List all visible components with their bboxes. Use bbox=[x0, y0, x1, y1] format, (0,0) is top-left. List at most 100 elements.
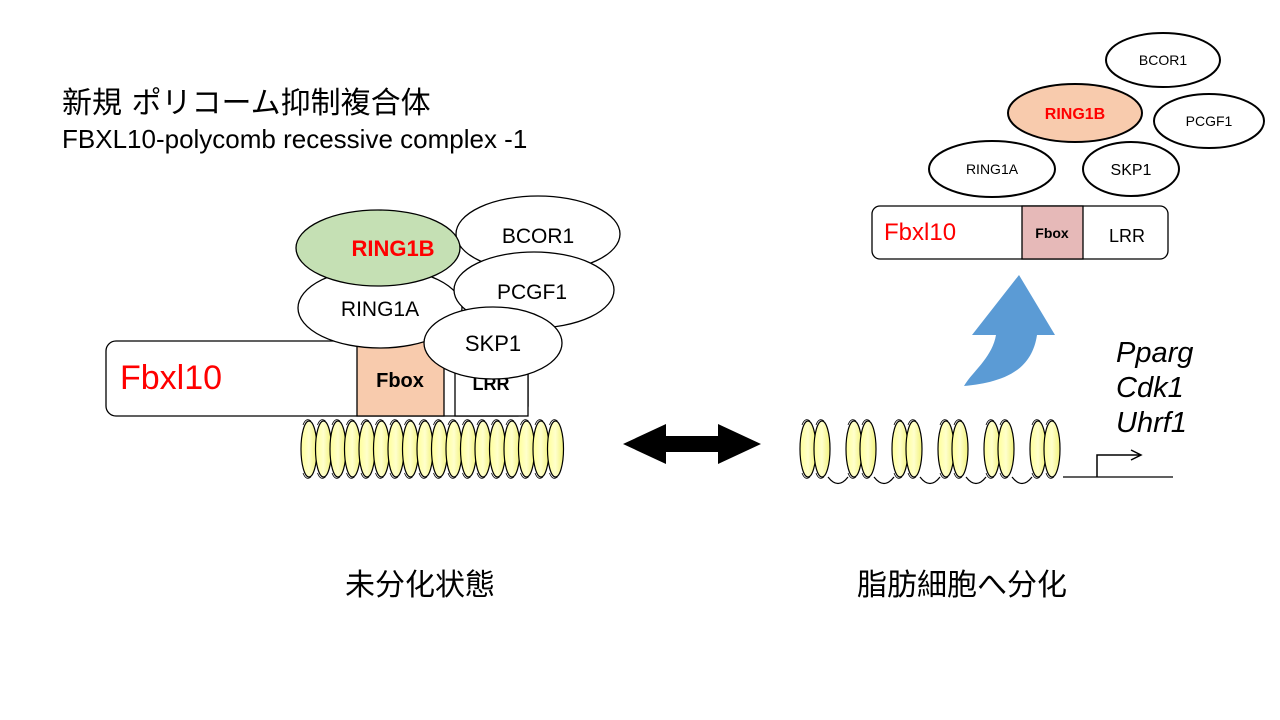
nucleosome-left bbox=[474, 420, 492, 478]
nucleosome-left bbox=[488, 420, 507, 478]
right-skp1-ellipse bbox=[1082, 141, 1180, 197]
linker-dna bbox=[965, 476, 987, 485]
nucleosome-right bbox=[813, 420, 831, 478]
left-bcor1-label: BCOR1 bbox=[502, 225, 574, 248]
right-pcgf1-label: PCGF1 bbox=[1186, 113, 1233, 129]
dna-wrap-bottom bbox=[317, 472, 326, 479]
nucleosome-right bbox=[859, 420, 877, 478]
dna-wrap-bottom bbox=[491, 472, 500, 479]
dna-wrap-top bbox=[433, 419, 442, 426]
right-skp1-label: SKP1 bbox=[1111, 162, 1152, 179]
right-ring1a-ellipse bbox=[928, 140, 1056, 198]
dna-wrap-bottom bbox=[953, 472, 963, 479]
dna-wrap-bottom bbox=[433, 472, 442, 479]
nucleosome-left bbox=[358, 420, 376, 478]
dna-wrap-top bbox=[953, 419, 963, 426]
dna-wrap-top bbox=[389, 419, 399, 426]
dna-wrap-bottom bbox=[375, 472, 384, 479]
left-chromatin bbox=[300, 419, 565, 479]
nucleosome-left bbox=[546, 420, 565, 478]
dna-wrap-bottom bbox=[815, 472, 825, 479]
dna-wrap-top bbox=[520, 419, 529, 426]
left-complex-subunits: RING1A BCOR1 RING1B PCGF1 SKP1 bbox=[295, 195, 621, 380]
dna-wrap-top bbox=[346, 419, 355, 426]
dna-wrap-top bbox=[907, 419, 917, 426]
right-lrr-label: LRR bbox=[1109, 226, 1145, 246]
right-ring1b-ellipse bbox=[1007, 83, 1143, 143]
dna-wrap-top bbox=[375, 419, 384, 426]
caption-undifferentiated: 未分化状態 bbox=[345, 568, 495, 603]
dna-wrap-bottom bbox=[447, 472, 457, 479]
dna-wrap-bottom bbox=[893, 472, 903, 479]
nucleosome-right bbox=[951, 420, 969, 478]
gene-uhrf1: Uhrf1 bbox=[1116, 407, 1187, 439]
dna-wrap-top bbox=[302, 419, 312, 426]
transcription-start-arrow bbox=[1096, 449, 1143, 477]
dna-wrap-bottom bbox=[505, 472, 515, 479]
dna-wrap-bottom bbox=[389, 472, 399, 479]
dna-wrap-top bbox=[534, 419, 544, 426]
title-japanese: 新規 ポリコーム抑制複合体 bbox=[62, 86, 431, 121]
right-complex-subunits: BCOR1 RING1B PCGF1 RING1A SKP1 bbox=[928, 32, 1265, 198]
nucleosome-right bbox=[1043, 420, 1061, 478]
dna-wrap-top bbox=[462, 419, 471, 426]
nucleosome-left bbox=[314, 420, 333, 478]
right-ring1b-label: RING1B bbox=[1045, 106, 1105, 123]
right-fbxl10-label: Fbxl10 bbox=[884, 219, 956, 246]
dna-wrap-top bbox=[1045, 419, 1055, 426]
dna-wrap-top bbox=[999, 419, 1009, 426]
right-ring1a-label: RING1A bbox=[966, 161, 1019, 177]
title-english: FBXL10-polycomb recessive complex -1 bbox=[62, 124, 528, 154]
dna-wrap-top bbox=[447, 419, 457, 426]
dna-wrap-top bbox=[847, 419, 857, 426]
nucleosome-left bbox=[416, 420, 434, 478]
dna-wrap-bottom bbox=[534, 472, 544, 479]
right-pcgf1-ellipse bbox=[1153, 93, 1265, 149]
gene-cdk1: Cdk1 bbox=[1116, 372, 1184, 404]
dna-wrap-bottom bbox=[520, 472, 529, 479]
left-pcgf1-label: PCGF1 bbox=[497, 281, 567, 304]
dna-wrap-bottom bbox=[999, 472, 1009, 479]
nucleosome-left bbox=[387, 420, 405, 478]
dna-wrap-bottom bbox=[847, 472, 857, 479]
left-fbox-label: Fbox bbox=[376, 370, 424, 392]
dna-wrap-top bbox=[331, 419, 341, 426]
dna-wrap-bottom bbox=[302, 472, 312, 479]
caption-adipocyte-differentiation: 脂肪細胞へ分化 bbox=[857, 568, 1067, 603]
nucleosome-left bbox=[300, 420, 318, 478]
dna-wrap-top bbox=[985, 419, 995, 426]
nucleosome-left bbox=[372, 420, 391, 478]
left-fbxl10-label: Fbxl10 bbox=[120, 359, 222, 397]
left-ring1b-label: RING1B bbox=[351, 236, 434, 261]
dna-wrap-top bbox=[815, 419, 825, 426]
nucleosome-right bbox=[905, 420, 923, 478]
linker-dna bbox=[827, 476, 849, 485]
right-bcor1-ellipse bbox=[1105, 32, 1221, 88]
right-fbox-label: Fbox bbox=[1035, 225, 1069, 241]
nucleosome-left bbox=[343, 420, 362, 478]
dna-wrap-top bbox=[418, 419, 428, 426]
left-skp1-ellipse bbox=[423, 306, 563, 380]
right-fbxl10-box bbox=[871, 205, 1169, 260]
dna-wrap-top bbox=[505, 419, 515, 426]
linker-dna bbox=[1011, 476, 1033, 485]
dna-wrap-bottom bbox=[462, 472, 471, 479]
nucleosome-right bbox=[997, 420, 1015, 478]
dna-wrap-top bbox=[801, 419, 811, 426]
dna-wrap-bottom bbox=[1045, 472, 1055, 479]
left-ring1b-ellipse bbox=[295, 209, 461, 287]
dna-wrap-top bbox=[360, 419, 370, 426]
nucleosome-left bbox=[430, 420, 449, 478]
nucleosome-left bbox=[532, 420, 550, 478]
right-fbox-domain bbox=[1021, 205, 1084, 260]
dna-wrap-bottom bbox=[549, 472, 558, 479]
nucleosome-left bbox=[459, 420, 478, 478]
dna-wrap-bottom bbox=[939, 472, 949, 479]
dna-wrap-top bbox=[893, 419, 903, 426]
dna-wrap-bottom bbox=[985, 472, 995, 479]
nucleosome-left bbox=[401, 420, 420, 478]
nucleosome-left bbox=[445, 420, 463, 478]
left-skp1-label: SKP1 bbox=[465, 331, 521, 356]
linker-dna bbox=[873, 476, 895, 485]
dna-wrap-top bbox=[317, 419, 326, 426]
